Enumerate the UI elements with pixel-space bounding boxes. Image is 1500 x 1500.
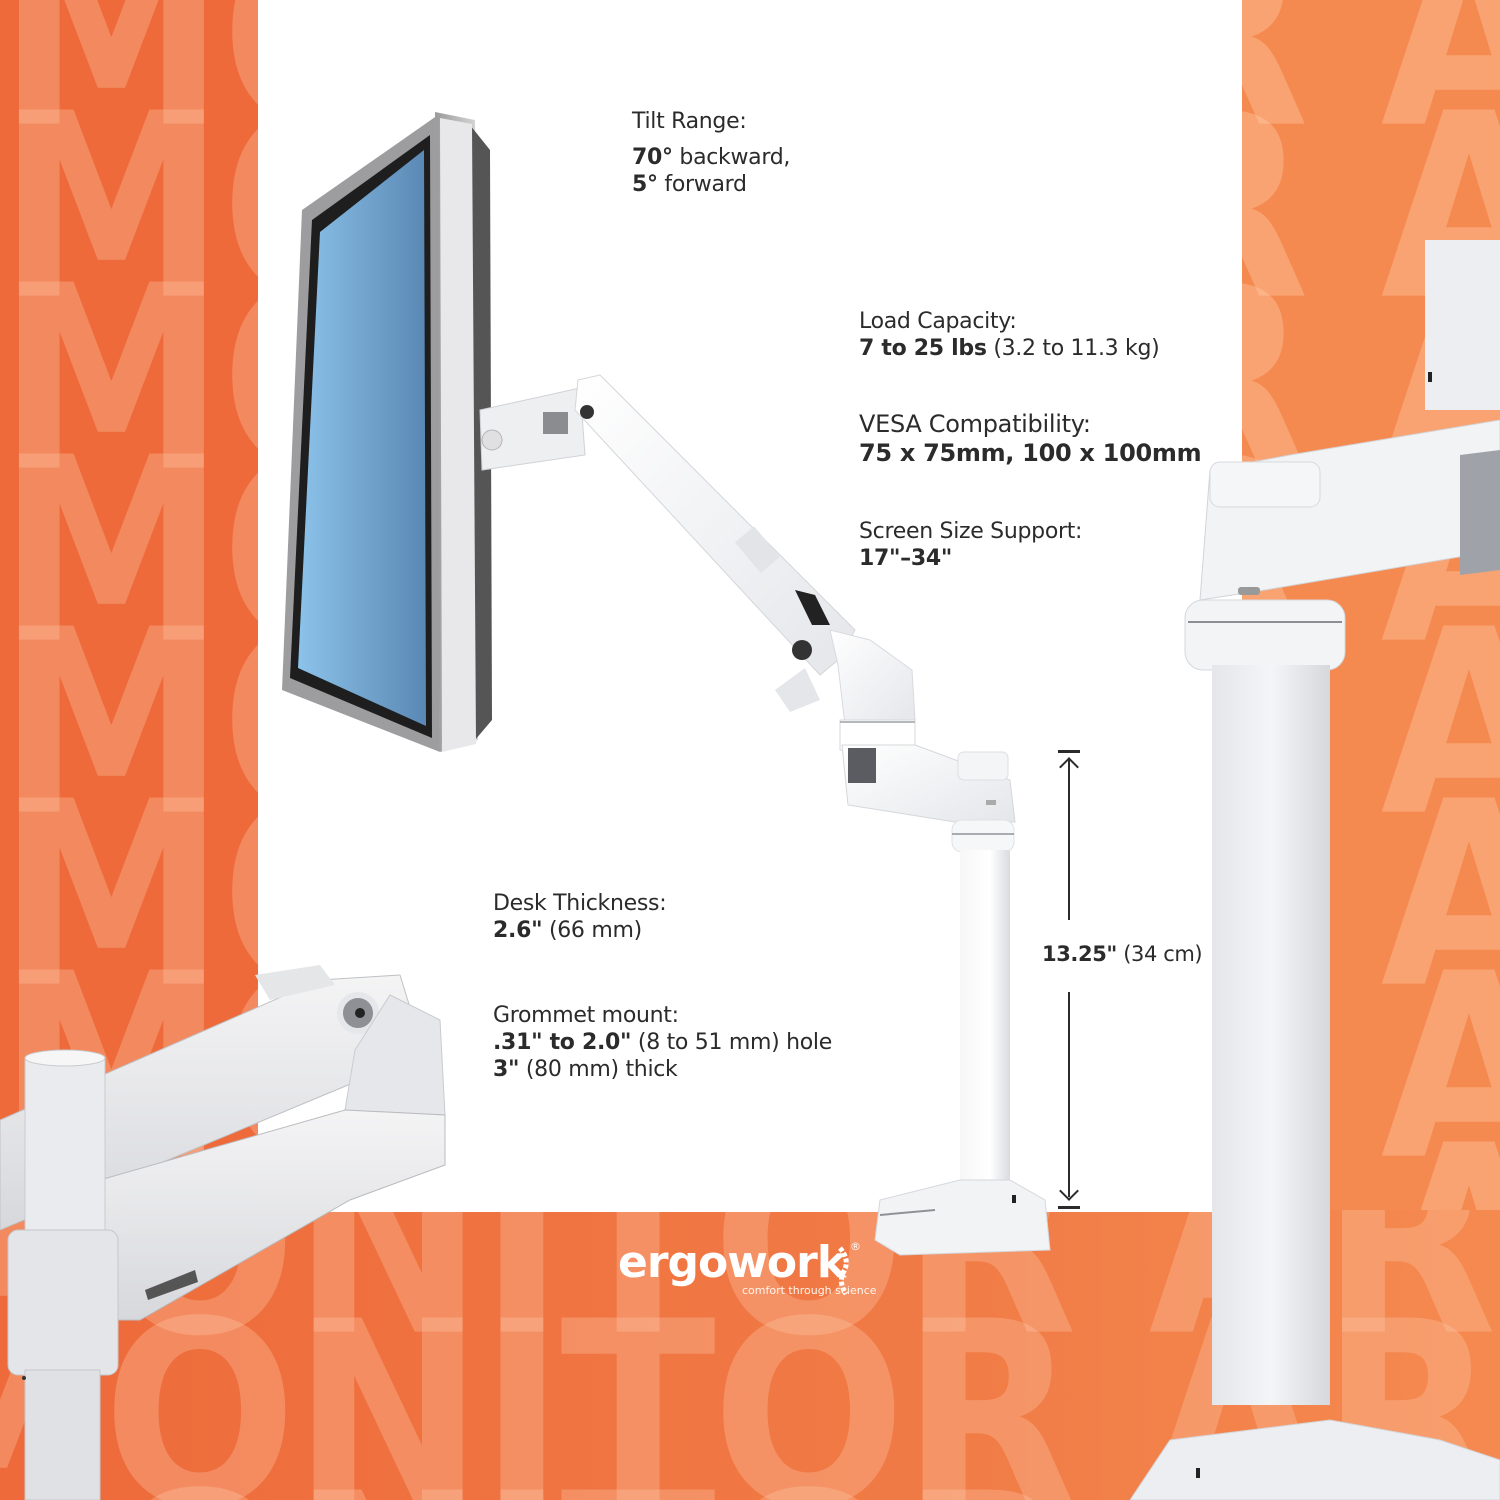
dimension-cap-top xyxy=(1058,750,1080,753)
spec-value: 5° forward xyxy=(632,172,747,197)
spec-label: Load Capacity: xyxy=(859,309,1017,334)
spec-label: Desk Thickness: xyxy=(493,891,667,916)
spec-desk-thickness: Desk Thickness: 2.6" (66 mm) xyxy=(493,890,667,944)
spec-screen-size: Screen Size Support: 17"–34" xyxy=(859,518,1082,572)
spec-value: 17"–34" xyxy=(859,546,953,571)
spec-value: .31" to 2.0" (8 to 51 mm) hole xyxy=(493,1030,832,1055)
spec-grommet-mount: Grommet mount: .31" to 2.0" (8 to 51 mm)… xyxy=(493,1002,832,1083)
spec-tilt-range: Tilt Range: 70° backward, 5° forward xyxy=(632,108,790,198)
spec-value: 2.6" (66 mm) xyxy=(493,918,642,943)
monitor-screen xyxy=(298,150,426,726)
spec-label: Tilt Range: xyxy=(632,109,747,134)
spec-label: Screen Size Support: xyxy=(859,519,1083,544)
dimension-line-top xyxy=(1068,760,1070,920)
logo-tagline: comfort through science xyxy=(742,1284,877,1297)
spec-value: 3" (80 mm) thick xyxy=(493,1057,678,1082)
spec-value: 75 x 75mm, 100 x 100mm xyxy=(859,439,1202,467)
spec-label: Grommet mount: xyxy=(493,1003,679,1028)
ergoworks-logo: ergowork ® comfort through science xyxy=(618,1238,888,1300)
arm-joint-closeup xyxy=(0,965,446,1500)
spec-value: 70° backward, xyxy=(632,145,791,170)
spec-value: 7 to 25 lbs (3.2 to 11.3 kg) xyxy=(859,336,1160,361)
monitor-arm-illustration xyxy=(282,112,1051,1256)
logo-wordmark: ergowork xyxy=(618,1237,846,1288)
dimension-cap-bottom xyxy=(1058,1206,1080,1209)
dimension-label: 13.25" (34 cm) xyxy=(1042,942,1203,966)
dimension-line-bottom xyxy=(1068,992,1070,1197)
spec-label: VESA Compatibility: xyxy=(859,410,1091,438)
registered-mark: ® xyxy=(850,1240,861,1253)
spec-load-capacity: Load Capacity: 7 to 25 lbs (3.2 to 11.3 … xyxy=(859,308,1160,362)
pole-closeup xyxy=(1130,240,1500,1500)
spec-vesa: VESA Compatibility: 75 x 75mm, 100 x 100… xyxy=(859,410,1202,468)
spine-icon xyxy=(838,1246,849,1296)
pole xyxy=(960,850,1010,1195)
